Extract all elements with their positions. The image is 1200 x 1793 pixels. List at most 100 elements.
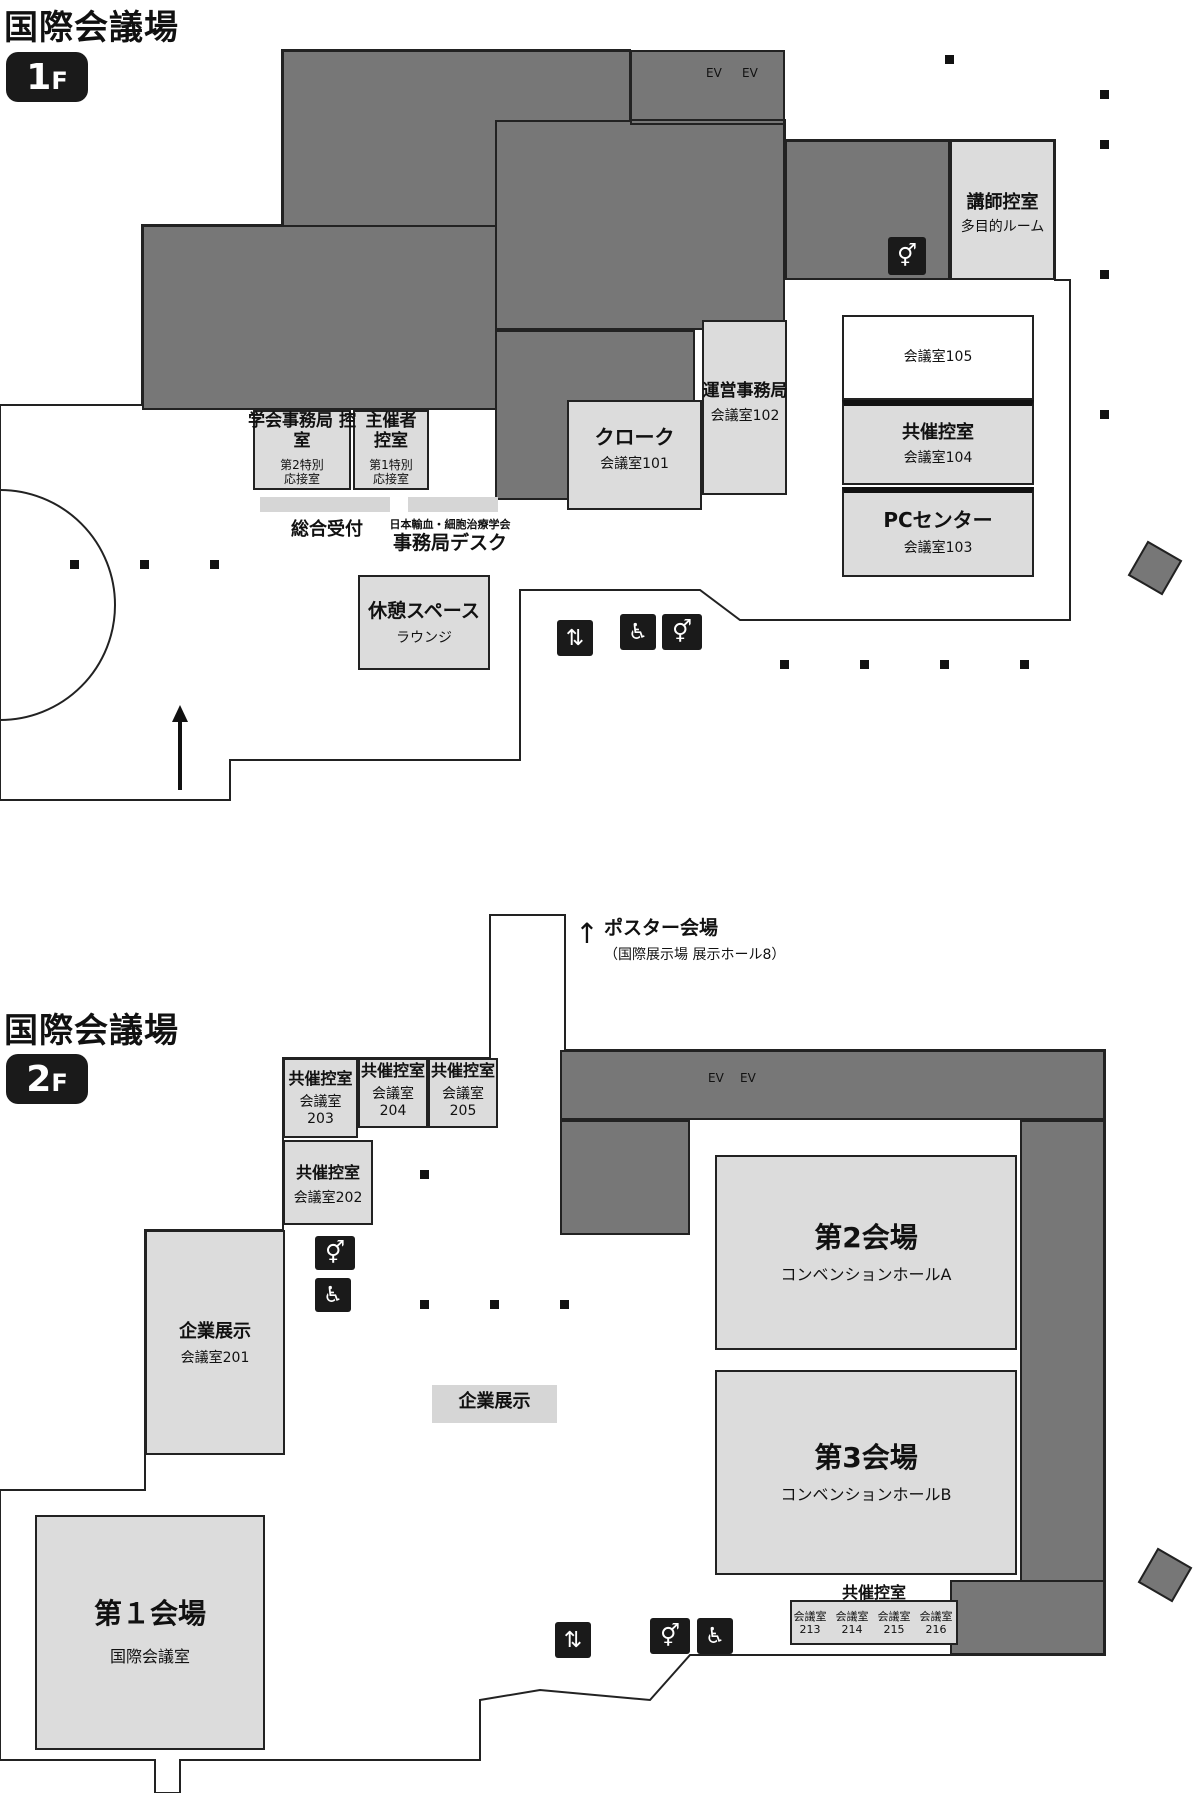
- column: [940, 660, 949, 669]
- room-gakkai: [253, 410, 351, 490]
- r205-sub: 会議室 205: [442, 1086, 484, 1119]
- floor2-title: 国際会議場: [4, 1011, 179, 1051]
- elevator-icon: ⇅: [557, 620, 593, 656]
- column: [560, 1300, 569, 1309]
- column: [1100, 90, 1109, 99]
- gakkai-name: 学会事務局 控室: [248, 411, 356, 451]
- r204-name: 共催控室: [360, 1061, 425, 1080]
- floor2-badge: 2 F: [6, 1054, 88, 1104]
- room-202: [283, 1140, 373, 1225]
- reception-label: 総合受付: [291, 519, 363, 540]
- shusai-name: 主催者 控室: [365, 411, 417, 451]
- room-unei: [702, 320, 787, 495]
- column: [1100, 410, 1109, 419]
- column: [1100, 270, 1109, 279]
- floor1-badge-number: 1: [26, 56, 52, 98]
- f1-dark-block: [142, 225, 497, 410]
- room-105: [842, 315, 1034, 400]
- koushi-name: 講師控室: [966, 192, 1039, 213]
- r216-sub: 会議室 216: [919, 1610, 953, 1637]
- r215-sub: 会議室 215: [877, 1610, 911, 1637]
- r202-name: 共催控室: [295, 1163, 360, 1182]
- column: [1020, 660, 1029, 669]
- small-name: 共催控室: [841, 1583, 906, 1602]
- hall3-name: 第3会場: [814, 1441, 918, 1474]
- hall2-name: 第2会場: [814, 1221, 918, 1254]
- poster-sub: （国際展示場 展示ホール8）: [604, 947, 786, 963]
- r104-name: 共催控室: [902, 422, 974, 443]
- hall1-name: 第１会場: [93, 1597, 206, 1630]
- column: [1100, 140, 1109, 149]
- f1-ev-1: EV: [706, 66, 722, 80]
- r213-sub: 会議室 213: [793, 1610, 827, 1637]
- hall-3: [715, 1370, 1017, 1575]
- room-213-216: [790, 1600, 958, 1645]
- r203-name: 共催控室: [288, 1069, 353, 1088]
- r204-sub: 会議室 204: [372, 1086, 414, 1119]
- r201-sub: 会議室201: [180, 1350, 250, 1366]
- wheelchair-icon: ♿: [315, 1278, 351, 1312]
- room-104: [842, 400, 1034, 485]
- unei-sub: 会議室102: [710, 408, 780, 424]
- column: [420, 1170, 429, 1179]
- f2-dark-block: [950, 1580, 1105, 1655]
- hall1-sub: 国際会議室: [109, 1647, 190, 1666]
- r205-name: 共催控室: [430, 1061, 495, 1080]
- hall-1: [35, 1515, 265, 1750]
- column: [945, 55, 954, 64]
- room-cloak: [567, 400, 702, 510]
- column: [70, 560, 79, 569]
- toilet-icon: ⚥: [315, 1236, 355, 1270]
- f1-ev-2: EV: [742, 66, 758, 80]
- exhibit-name: 企業展示: [458, 1391, 531, 1412]
- f2-ev-1: EV: [708, 1071, 724, 1085]
- kyukei-sub: ラウンジ: [396, 630, 452, 646]
- room-shusai: [353, 410, 429, 490]
- toilet-icon: ⚥: [662, 614, 702, 650]
- r202-sub: 会議室202: [293, 1190, 363, 1206]
- column: [490, 1300, 499, 1309]
- society-label: 日本輸血・細胞治療学会: [389, 518, 511, 531]
- f2-dark-block: [560, 1120, 690, 1235]
- hall2-sub: コンベンションホールA: [780, 1265, 952, 1284]
- cloak-name: クローク: [594, 425, 675, 449]
- desk-label: 事務局デスク: [392, 532, 507, 554]
- r201-name: 企業展示: [179, 1321, 251, 1342]
- column: [140, 560, 149, 569]
- koushi-sub: 多目的ルーム: [960, 219, 1045, 235]
- shusai-sub: 第1特別 応接室: [369, 458, 413, 487]
- room-103: [842, 487, 1034, 577]
- wheelchair-icon: ♿: [620, 614, 656, 650]
- r103-name: PCセンター: [883, 508, 993, 532]
- floor2-badge-number: 2: [26, 1058, 52, 1100]
- gakkai-sub: 第2特別 応接室: [280, 458, 324, 487]
- unei-name: 運営事務局: [702, 381, 788, 401]
- f1-dark-block: [630, 50, 785, 125]
- wheelchair-icon: ♿: [697, 1618, 733, 1654]
- toilet-icon: ⚥: [888, 237, 926, 275]
- column: [780, 660, 789, 669]
- elevator-icon: ⇅: [555, 1622, 591, 1658]
- floor1-title: 国際会議場: [4, 8, 179, 48]
- column: [420, 1300, 429, 1309]
- room-204: [358, 1058, 428, 1128]
- floor1-badge: 1 F: [6, 52, 88, 102]
- toilet-icon: ⚥: [650, 1618, 690, 1654]
- column: [210, 560, 219, 569]
- room-203: [283, 1058, 358, 1138]
- r105-sub: 会議室105: [903, 349, 973, 365]
- r104-sub: 会議室104: [903, 450, 973, 466]
- f1-dark-block: [495, 120, 785, 330]
- cloak-sub: 会議室101: [600, 456, 669, 472]
- reception-counter: [260, 497, 390, 512]
- poster-title: ポスター会場: [604, 917, 719, 939]
- floor1-badge-suffix: F: [51, 67, 68, 95]
- r203-sub: 会議室 203: [299, 1094, 342, 1127]
- r214-sub: 会議室 214: [835, 1610, 869, 1637]
- exhibit-space: [432, 1385, 557, 1423]
- floor2-badge-suffix: F: [51, 1069, 68, 1097]
- kyukei-name: 休憩スペース: [368, 600, 480, 622]
- desk-counter: [408, 497, 498, 512]
- r103-sub: 会議室103: [903, 540, 973, 556]
- f2-ev-2: EV: [740, 1071, 756, 1085]
